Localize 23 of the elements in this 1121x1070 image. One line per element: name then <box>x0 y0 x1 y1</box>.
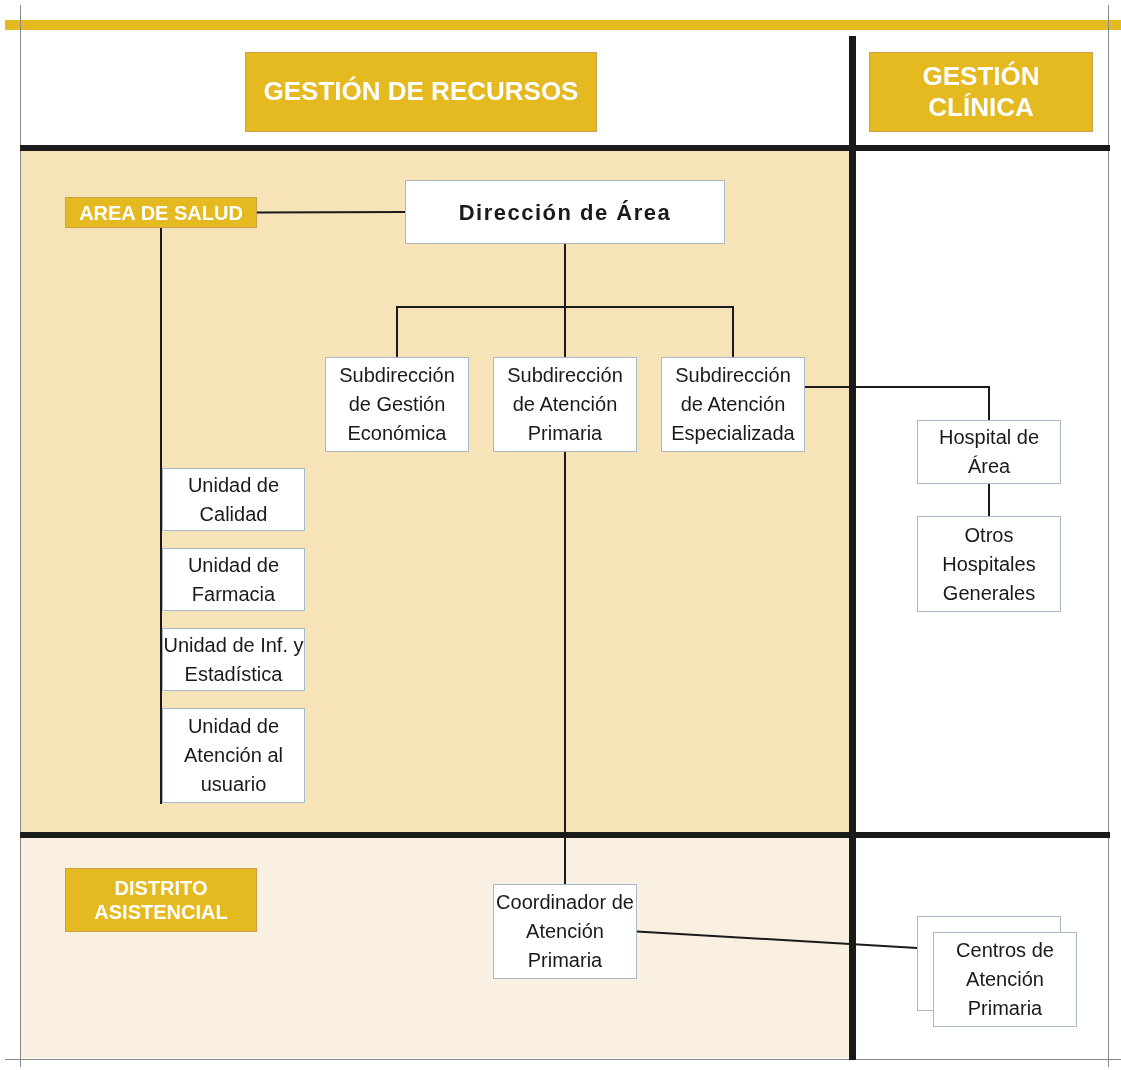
director-box: Dirección de Área <box>405 180 725 244</box>
org-box: Subdirección de Gestión Económica <box>325 357 469 452</box>
level-tag: DISTRITO ASISTENCIAL <box>65 868 257 932</box>
level-tag: AREA DE SALUD <box>65 197 257 228</box>
stacked-boxes <box>917 916 1077 1027</box>
connector-line <box>636 930 918 949</box>
org-box: Unidad de Calidad <box>162 468 305 531</box>
org-box: Subdirección de Atención Primaria <box>493 357 637 452</box>
section-header: GESTIÓN CLÍNICA <box>869 52 1093 132</box>
org-box: Subdirección de Atención Especializada <box>661 357 805 452</box>
connector-line <box>564 451 566 885</box>
org-box: Hospital de Área <box>917 420 1061 484</box>
org-box: Unidad de Inf. y Estadística <box>162 628 305 691</box>
org-box: Unidad de Atención al usuario <box>162 708 305 803</box>
connector-line <box>804 386 990 421</box>
box-label: Centros de Atención Primaria <box>955 938 1055 1021</box>
connector-line <box>564 243 734 358</box>
org-box: Unidad de Farmacia <box>162 548 305 611</box>
section-header: GESTIÓN DE RECURSOS <box>245 52 597 132</box>
org-box: Otros Hospitales Generales <box>917 516 1061 612</box>
connector-line <box>256 211 406 214</box>
connector-line <box>988 483 990 517</box>
org-box: Coordinador de Atención Primaria <box>493 884 637 979</box>
